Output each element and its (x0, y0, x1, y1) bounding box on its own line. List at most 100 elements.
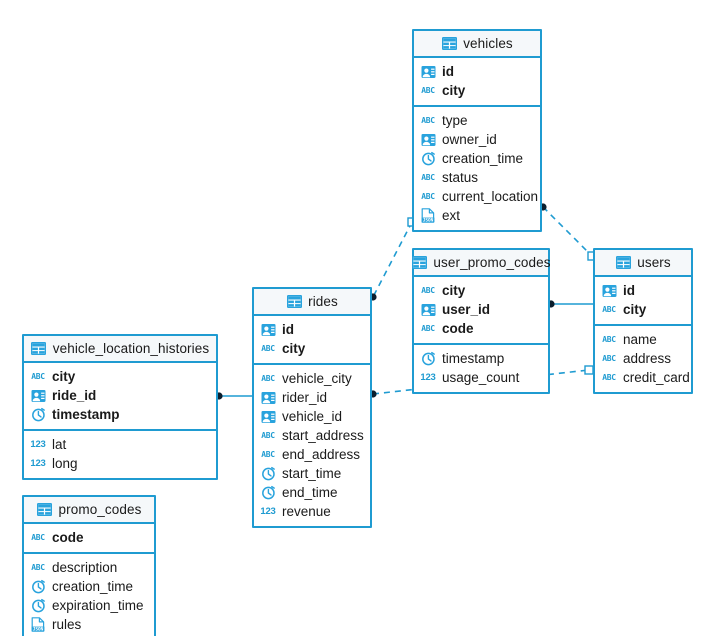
column-row[interactable]: 123 long (24, 454, 216, 473)
column-row[interactable]: creation_time (414, 149, 540, 168)
table-header[interactable]: user_promo_codes (411, 250, 550, 277)
table-grid-icon (31, 341, 47, 356)
column-name: vehicle_id (282, 409, 343, 424)
column-row[interactable]: expiration_time (24, 596, 154, 615)
table-header[interactable]: promo_codes (24, 497, 154, 524)
column-name: revenue (282, 504, 331, 519)
column-row[interactable]: ABC current_location (414, 187, 540, 206)
column-name: long (52, 456, 78, 471)
column-row[interactable]: owner_id (414, 130, 540, 149)
column-name: timestamp (52, 407, 120, 422)
table-header[interactable]: rides (254, 289, 370, 316)
clock-icon (30, 407, 46, 422)
abc-text-icon: ABC (261, 430, 275, 440)
column-name: name (623, 332, 657, 347)
column-row[interactable]: ABC name (595, 330, 691, 349)
id-card-icon (260, 409, 276, 424)
123-number-icon: 123 (30, 457, 46, 469)
table-header[interactable]: vehicle_location_histories (24, 336, 216, 363)
relationship-vehicle_location_histories-rides[interactable] (215, 392, 252, 400)
abc-text-icon: ABC (421, 85, 435, 95)
abc-text-icon: ABC (421, 191, 435, 201)
table-grid-icon (411, 255, 427, 270)
column-name: current_location (442, 189, 539, 204)
table-grid-icon (615, 255, 631, 270)
column-name: city (623, 302, 647, 317)
column-row[interactable]: vehicle_id (254, 407, 370, 426)
column-name: creation_time (442, 151, 524, 166)
column-row[interactable]: ride_id (24, 386, 216, 405)
column-row[interactable]: timestamp (414, 349, 548, 368)
table-header[interactable]: users (595, 250, 691, 277)
abc-text-icon: ABC (602, 334, 616, 344)
column-name: id (282, 322, 294, 337)
abc-text-icon: ABC (261, 449, 275, 459)
relationship-user_promo_codes-users[interactable] (547, 300, 593, 308)
column-row[interactable]: id (595, 281, 691, 300)
table-header[interactable]: vehicles (414, 31, 540, 58)
table-title: vehicle_location_histories (52, 341, 210, 356)
column-name: creation_time (52, 579, 134, 594)
table-title: vehicles (463, 36, 513, 51)
column-name: code (52, 530, 84, 545)
column-name: vehicle_city (282, 371, 352, 386)
abc-text-icon: ABC (261, 343, 275, 353)
id-card-icon (601, 283, 617, 298)
column-name: city (442, 83, 466, 98)
column-name: user_id (442, 302, 491, 317)
id-card-icon (420, 302, 436, 317)
column-row[interactable]: rider_id (254, 388, 370, 407)
column-name: status (442, 170, 479, 185)
column-row[interactable]: start_time (254, 464, 370, 483)
column-row[interactable]: creation_time (24, 577, 154, 596)
column-row[interactable]: timestamp (24, 405, 216, 424)
column-row[interactable]: id (254, 320, 370, 339)
123-number-icon: 123 (30, 438, 46, 450)
abc-text-icon: ABC (31, 371, 45, 381)
abc-text-icon: ABC (421, 323, 435, 333)
id-card-icon (420, 64, 436, 79)
relationship-vehicles-rides[interactable] (369, 217, 417, 301)
column-row[interactable]: end_time (254, 483, 370, 502)
abc-text-icon: ABC (602, 353, 616, 363)
column-name: type (442, 113, 468, 128)
column-name: ride_id (52, 388, 97, 403)
column-row[interactable]: user_id (414, 300, 548, 319)
column-name: owner_id (442, 132, 497, 147)
column-row[interactable]: id (414, 62, 540, 81)
abc-text-icon: ABC (421, 285, 435, 295)
table-grid-icon (441, 36, 457, 51)
column-row[interactable]: ABC city (414, 81, 540, 100)
